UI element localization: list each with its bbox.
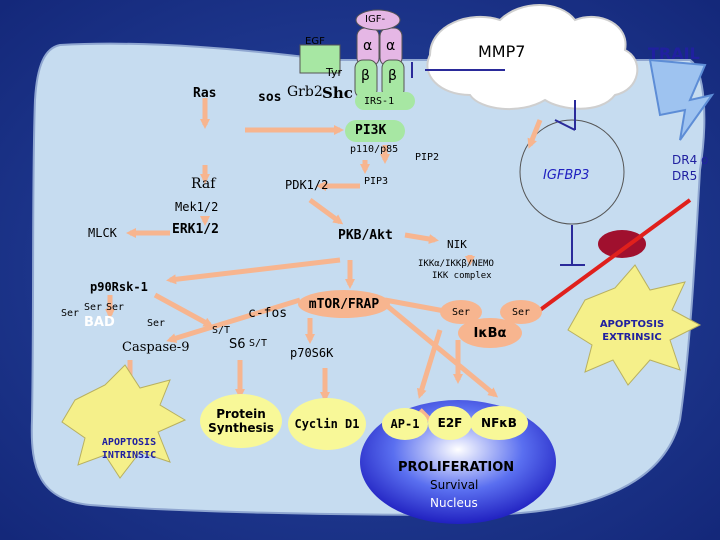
shc-label: Shc [322, 84, 353, 102]
e2f-oval: E2F [428, 406, 472, 440]
ser-bad-left-label: Ser [61, 308, 80, 319]
igfbp3-label: IGFBP3 [543, 168, 590, 183]
nfkb-oval: NFκB [470, 406, 528, 440]
caspase9-label: Caspase-9 [122, 340, 190, 355]
tyr-label: Tyr [326, 66, 343, 79]
p90rsk-label: p90Rsk-1 [90, 280, 148, 294]
mlck-label: MLCK [88, 226, 117, 240]
ap1-oval: AP-1 [382, 408, 428, 440]
dr-receptor [598, 230, 646, 258]
st1-label: S/T [212, 325, 231, 336]
ser-casp-label: Ser [147, 318, 166, 329]
raf-label: Raf [191, 176, 216, 192]
erk-label: ERK1/2 [172, 222, 219, 237]
cfos-label: c-fos [248, 306, 288, 321]
nucleus-label: Nucleus [430, 496, 478, 510]
ikk-label: IKKα/IKKβ/NEMO [418, 259, 494, 269]
mtor-oval: mTOR/FRAP [298, 290, 390, 318]
pip3-label: PIP3 [364, 176, 389, 187]
bad-label: BAD [84, 315, 115, 330]
nfkb-label: NFκB [481, 416, 517, 430]
mmp7-label: MMP7 [478, 42, 526, 61]
mmp7-cloud [426, 4, 639, 111]
beta2-label: β [388, 68, 397, 84]
ikk-complex-label: IKK complex [432, 271, 492, 281]
apoptosis-extrinsic-burst [567, 264, 702, 386]
p110-label: p110/p85 [350, 144, 399, 155]
mek-label: Mek1/2 [175, 200, 219, 214]
ap1-label: AP-1 [390, 417, 420, 431]
ikb-oval: IκBα [458, 318, 522, 348]
proliferation-label: PROLIFERATION [398, 460, 515, 475]
egf-label: EGF [305, 36, 325, 47]
inhibition-lines [411, 62, 585, 266]
trail-bolt [648, 58, 715, 141]
pdk-label: PDK1/2 [285, 178, 329, 192]
p70s6k-label: p70S6K [290, 346, 334, 360]
s6-label: S6 [229, 337, 246, 352]
pkb-label: PKB/Akt [338, 228, 393, 243]
irs1-label: IRS-1 [364, 96, 395, 107]
igfbp3-circle [519, 119, 625, 225]
pi3k-shape [345, 120, 405, 142]
alpha1-label: α [363, 38, 373, 54]
apoptosis-intrinsic-burst [61, 364, 187, 479]
pi3k-label: PI3K [355, 123, 387, 138]
apoptosis-extrinsic-label: APOPTOSIS EXTRINSIC [599, 319, 665, 343]
mtor-label: mTOR/FRAP [308, 296, 380, 312]
survival-label: Survival [430, 478, 479, 492]
grb2-label: Grb2 [287, 84, 323, 100]
ser-bad-top1-label: Ser [84, 302, 103, 313]
st2-label: S/T [249, 338, 268, 349]
igf-ligand [355, 9, 401, 31]
nik-label: NIK [447, 238, 467, 251]
pip2-label: PIP2 [415, 152, 440, 163]
irs1-shape [355, 92, 415, 110]
igf-label: IGF- [365, 14, 386, 25]
ras-label: Ras [193, 86, 217, 101]
beta1-label: β [361, 68, 370, 84]
sos-label: sos [258, 90, 282, 105]
protein-synthesis-label: Protein Synthesis [208, 407, 274, 435]
egf-receptor [299, 44, 341, 74]
ser-bad-top2-label: Ser [106, 302, 125, 313]
cyclin-oval: Cyclin D1 [288, 398, 366, 450]
protein-synthesis-oval: Protein Synthesis [200, 394, 282, 448]
signal-arrows [105, 98, 543, 433]
apoptosis-intrinsic-label: APOPTOSIS INTRINSIC [101, 437, 157, 461]
ikb-label: IκBα [473, 325, 507, 341]
ser-ikb2-label: Ser [511, 306, 531, 318]
cyclin-label: Cyclin D1 [294, 417, 360, 431]
ser-ikb1-label: Ser [451, 306, 471, 318]
trail-pathway-line [538, 198, 692, 312]
trail-label: TRAIL [648, 44, 700, 63]
dr-label: DR4 o DR5 [672, 153, 709, 183]
e2f-label: E2F [437, 416, 463, 430]
alpha2-label: α [386, 38, 396, 54]
